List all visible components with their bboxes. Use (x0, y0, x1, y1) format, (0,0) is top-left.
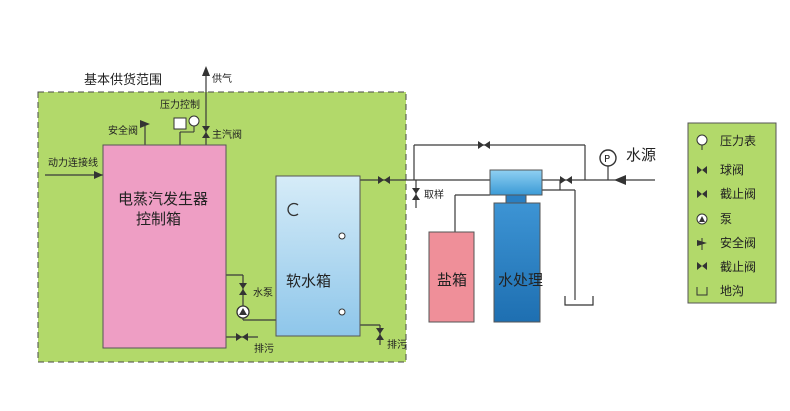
svg-text:截止阀: 截止阀 (720, 260, 756, 274)
pressure-gauge-letter: P (604, 154, 610, 165)
water-source-arrow (614, 175, 626, 185)
pressure-control-label: 压力控制 (160, 98, 200, 111)
source-valve-icon (560, 176, 572, 184)
bypass-valve-icon (478, 141, 490, 149)
legend-item-pressure-gauge: 压力表 (696, 134, 756, 150)
pressure-gauge-icon (696, 134, 708, 146)
stop-valve-icon (697, 262, 707, 270)
trench-icon (564, 296, 594, 306)
legend-item-ball-valve: 球阀 (697, 163, 744, 177)
soft-tank-blowdown-valve-icon (376, 328, 384, 340)
power-line-label: 动力连接线 (48, 156, 98, 169)
steam-supply-label: 供气 (212, 72, 232, 85)
pump-label: 水泵 (253, 287, 273, 299)
level-gauge-bottom (338, 308, 346, 316)
sampling-label: 取样 (424, 188, 444, 201)
supply-scope-label: 基本供货范围 (84, 72, 162, 88)
main-steam-valve-icon (202, 126, 210, 138)
legend-item-stop-valve-2: 截止阀 (697, 260, 756, 274)
water-treatment-head (489, 169, 543, 196)
pressure-control-box (173, 117, 187, 130)
legend-item-safety-valve: 安全阀 (697, 235, 756, 250)
power-line-arrow (94, 171, 103, 179)
inlet-hook-icon (287, 202, 299, 217)
pressure-control-gauge-icon (188, 115, 200, 127)
salt-tank-label: 盐箱 (437, 271, 467, 289)
svg-text:地沟: 地沟 (720, 284, 744, 298)
blowdown-label-1: 排污 (254, 342, 274, 355)
salt-tank (428, 231, 475, 323)
svg-text:安全阀: 安全阀 (720, 235, 756, 250)
pressure-gauge-icon (599, 149, 617, 167)
sampling-valve-icon (412, 188, 420, 200)
generator-label-line2: 控制箱 (136, 210, 181, 228)
feed-valve-icon (378, 176, 390, 184)
legend-box (687, 122, 777, 304)
water-treatment-neck (505, 194, 527, 204)
svg-text:截止阀: 截止阀 (720, 187, 756, 201)
safety-valve-icon (140, 120, 150, 128)
safety-valve-icon (697, 240, 707, 246)
blowdown-label-2: 排污 (387, 338, 407, 351)
water-source-label: 水源 (626, 146, 656, 164)
ball-valve-icon (697, 166, 707, 174)
svg-text:压力表: 压力表 (720, 134, 756, 148)
safety-valve-label: 安全阀 (108, 124, 138, 137)
level-gauge-top (338, 232, 346, 240)
soft-water-tank (275, 175, 361, 337)
stop-valve-icon (697, 190, 707, 198)
generator-blowdown-valve-icon (236, 333, 248, 341)
steam-supply-arrow (202, 66, 210, 76)
trench-icon (696, 287, 708, 296)
legend-item-pump: 泵 (696, 212, 732, 226)
legend-item-stop-valve-1: 截止阀 (697, 187, 756, 201)
generator-control-box (102, 144, 227, 349)
main-steam-valve-label: 主汽阀 (212, 128, 242, 141)
svg-text:球阀: 球阀 (720, 163, 744, 177)
legend-item-trench: 地沟 (696, 284, 744, 298)
water-treatment-tank (493, 202, 541, 323)
svg-text:泵: 泵 (720, 212, 732, 226)
pump-inlet-valve-icon (239, 283, 247, 295)
soft-water-tank-label: 软水箱 (286, 272, 331, 290)
generator-label-line1: 电蒸汽发生器 (118, 190, 208, 208)
water-treatment-label: 水处理 (498, 271, 543, 289)
